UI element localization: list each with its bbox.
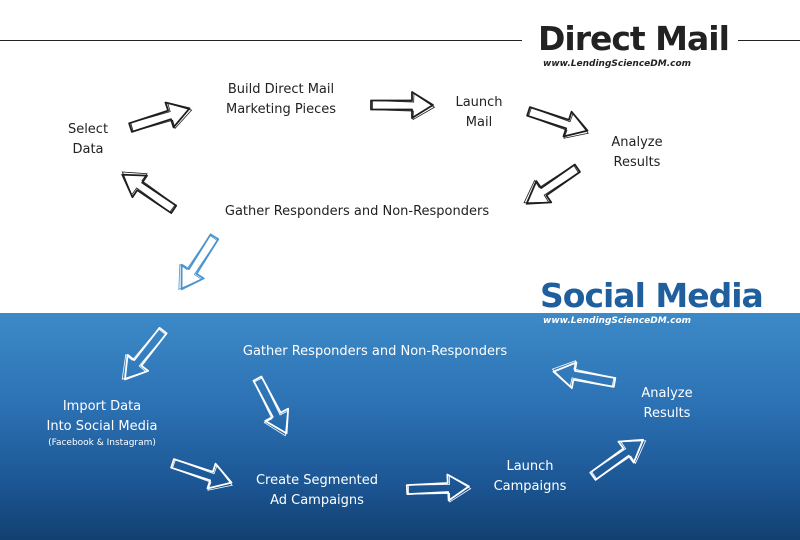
arrow-analyze-to-gather-sm — [549, 355, 618, 397]
launch-campaigns-label: Launch Campaigns — [493, 459, 567, 494]
direct-mail-url: www.LendingScienceDM.com — [543, 59, 692, 69]
arrow-analyze-to-gather — [516, 156, 586, 216]
social-media-title: Social Media — [540, 276, 764, 315]
arrow-import-to-create — [167, 450, 238, 498]
arrow-transition-top — [167, 228, 227, 298]
direct-mail-title: Direct Mail — [538, 19, 730, 58]
arrow-gather-to-create — [245, 371, 299, 442]
arrow-select-to-build — [125, 95, 196, 141]
build-pieces-label: Build Direct Mail Marketing Pieces — [225, 82, 336, 117]
import-data-label: Import Data Into Social Media (Facebook … — [40, 397, 164, 449]
sm-gather-responders-label: Gather Responders and Non-Responders — [242, 344, 508, 359]
arrow-create-to-launch — [405, 472, 472, 504]
create-campaigns-label: Create Segmented Ad Campaigns — [255, 473, 379, 508]
header-rule-left — [0, 40, 522, 41]
launch-mail-label: Launch Mail — [455, 95, 503, 130]
arrow-launch-to-analyze-sm — [584, 428, 654, 488]
social-media-panel — [0, 313, 800, 540]
arrow-build-to-launch — [370, 91, 436, 121]
arrow-launch-to-analyze — [523, 98, 594, 146]
select-data-label: Select Data — [67, 122, 109, 157]
analyze-results-label: Analyze Results — [611, 135, 663, 170]
arrow-transition-bottom — [111, 321, 175, 389]
header-rule-right — [738, 40, 800, 41]
import-note: (Facebook & Instagram) — [48, 438, 156, 448]
arrow-gather-to-select — [114, 160, 182, 222]
sm-analyze-results-label: Analyze Results — [641, 386, 693, 421]
social-media-url: www.LendingScienceDM.com — [543, 316, 692, 326]
gather-responders-label: Gather Responders and Non-Responders — [224, 204, 490, 219]
